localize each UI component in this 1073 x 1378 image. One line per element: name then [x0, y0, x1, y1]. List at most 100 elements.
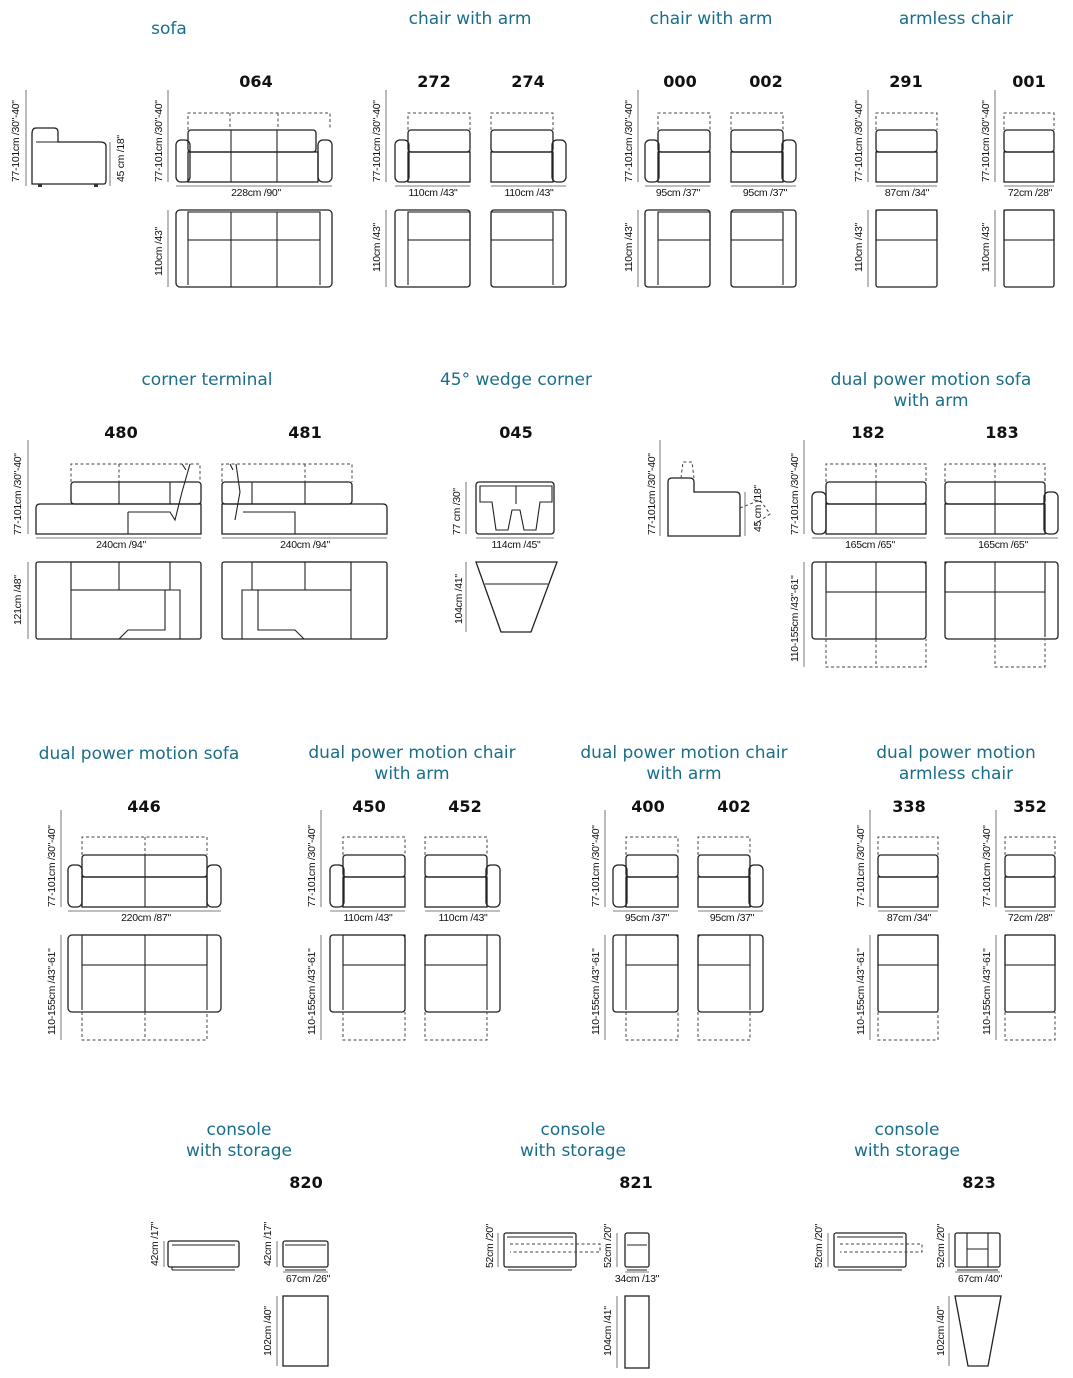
- width-dimension: 114cm /45": [492, 539, 542, 551]
- depth-dimension: 121cm /48": [12, 575, 24, 625]
- section-sofa: sofa 064 77-101cm /30"-40" 45 cm /18": [10, 19, 333, 288]
- height-dimension: 52cm /20": [935, 1223, 947, 1268]
- depth-dimension: 110cm /43": [153, 226, 165, 276]
- depth-dimension: 104cm /41": [453, 574, 465, 624]
- depth-dimension: 102cm /40": [262, 1306, 274, 1356]
- width-dimension: 67cm /26": [286, 1273, 331, 1285]
- height-dimension: 77-101cm /30"-40": [853, 100, 865, 182]
- height-dimension: 77-101cm /30"-40": [981, 825, 993, 907]
- section-subtitle: with arm: [374, 764, 449, 784]
- seat-height-dimension: 45 cm /18": [115, 135, 127, 182]
- width-dimension: 95cm /37": [710, 912, 755, 924]
- console-821-drawing: [497, 1232, 650, 1369]
- corner-481-drawing: [221, 463, 388, 640]
- height-dimension: 77-101cm /30"-40": [371, 100, 383, 182]
- chair-274-drawing: [490, 112, 567, 288]
- chair-002-drawing: [730, 112, 797, 288]
- product-code: 452: [448, 797, 481, 816]
- product-code: 823: [962, 1173, 995, 1192]
- width-dimension: 72cm /28": [1008, 912, 1053, 924]
- section-title: 45° wedge corner: [440, 370, 592, 390]
- section-subtitle: armless chair: [899, 764, 1013, 784]
- depth-dimension: 110-155cm /43"-61": [855, 948, 867, 1035]
- width-dimension: 87cm /34": [887, 912, 932, 924]
- height-dimension: 77-101cm /30"-40": [12, 453, 24, 535]
- width-dimension: 67cm /40": [958, 1273, 1003, 1285]
- seat-height-dimension: 45 cm /18": [752, 485, 764, 532]
- width-dimension: 220cm /87": [121, 912, 171, 924]
- product-code: 183: [985, 423, 1018, 442]
- product-code: 274: [511, 72, 544, 91]
- product-code: 352: [1013, 797, 1046, 816]
- chair-450-drawing: [320, 810, 406, 1041]
- section-console-820: console with storage 820 42cm /17" 42cm …: [149, 1120, 331, 1367]
- product-code: 338: [892, 797, 925, 816]
- product-code: 450: [352, 797, 385, 816]
- chair-001-drawing: [994, 90, 1055, 288]
- height-dimension: 42cm /17": [149, 1221, 161, 1266]
- section-title: console: [207, 1120, 272, 1140]
- product-code: 045: [499, 423, 532, 442]
- depth-dimension: 110-155cm /43"-61": [590, 948, 602, 1035]
- product-code: 000: [663, 72, 696, 91]
- section-console-821: console with storage 821 52cm /20" 52cm …: [484, 1120, 660, 1369]
- section-title: sofa: [151, 19, 187, 39]
- section-title: armless chair: [899, 9, 1013, 29]
- height-dimension: 77-101cm /30"-40": [46, 825, 58, 907]
- height-dimension: 77-101cm /30"-40": [306, 825, 318, 907]
- height-dimension: 77-101cm /30"-40": [980, 100, 992, 182]
- height-dimension: 42cm /17": [262, 1221, 274, 1266]
- width-dimension: 72cm /28": [1008, 187, 1053, 199]
- section-subtitle: with storage: [854, 1141, 960, 1161]
- depth-dimension: 110-155cm /43"-61": [306, 948, 318, 1035]
- product-code: 400: [631, 797, 664, 816]
- product-code: 820: [289, 1173, 322, 1192]
- side-profile-drawing: [659, 440, 771, 537]
- product-code: 001: [1012, 72, 1045, 91]
- section-dual-power-motion-sofa-with-arm: dual power motion sofa with arm 182 183 …: [646, 370, 1059, 668]
- section-subtitle: with storage: [520, 1141, 626, 1161]
- section-wedge-corner: 45° wedge corner 045 77 cm /30" 104cm /4…: [440, 370, 592, 633]
- width-dimension: 110cm /43": [505, 187, 555, 199]
- section-title: chair with arm: [409, 9, 532, 29]
- section-title: console: [875, 1120, 940, 1140]
- product-code: 446: [127, 797, 160, 816]
- height-dimension: 52cm /20": [602, 1223, 614, 1268]
- height-dimension: 77-101cm /30"-40": [646, 453, 658, 535]
- width-dimension: 240cm /94": [280, 539, 330, 551]
- chair-452-drawing: [424, 836, 501, 1041]
- width-dimension: 87cm /34": [885, 187, 930, 199]
- depth-dimension: 102cm /40": [935, 1306, 947, 1356]
- depth-dimension: 104cm /41": [602, 1306, 614, 1356]
- section-title: dual power motion: [876, 743, 1036, 763]
- corner-480-drawing: [27, 440, 202, 640]
- depth-dimension: 110cm /43": [623, 222, 635, 272]
- product-code: 002: [749, 72, 782, 91]
- section-dual-power-motion-chair-with-arm-450-452: dual power motion chair with arm 450 452…: [306, 743, 516, 1041]
- front-view-drawing: [167, 90, 333, 288]
- section-dual-power-motion-armless-chair: dual power motion armless chair 338 352 …: [855, 743, 1056, 1041]
- depth-dimension: 110-155cm /43"-61": [981, 948, 993, 1035]
- chair-352-drawing: [995, 810, 1056, 1041]
- section-chair-with-arm-272-274: chair with arm 272 274 77-101cm /30"-40"…: [371, 9, 567, 288]
- product-code: 182: [851, 423, 884, 442]
- width-dimension: 165cm /65": [845, 539, 895, 551]
- section-title: dual power motion sofa: [39, 744, 240, 764]
- product-code: 291: [889, 72, 922, 91]
- width-dimension: 34cm /13": [615, 1273, 660, 1285]
- width-dimension: 95cm /37": [656, 187, 701, 199]
- width-dimension: 110cm /43": [344, 912, 394, 924]
- width-dimension: 165cm /65": [978, 539, 1028, 551]
- product-code: 402: [717, 797, 750, 816]
- section-title: chair with arm: [650, 9, 773, 29]
- sofa-183-drawing: [944, 463, 1059, 668]
- section-title: dual power motion chair: [580, 743, 787, 763]
- chair-402-drawing: [697, 836, 764, 1041]
- depth-dimension: 110-155cm /43"-61": [46, 948, 58, 1035]
- height-dimension: 77-101cm /30"-40": [623, 100, 635, 182]
- depth-dimension: 110cm /43": [980, 222, 992, 272]
- height-dimension: 77-101cm /30"-40": [590, 825, 602, 907]
- section-subtitle: with storage: [186, 1141, 292, 1161]
- section-subtitle: with arm: [893, 391, 968, 411]
